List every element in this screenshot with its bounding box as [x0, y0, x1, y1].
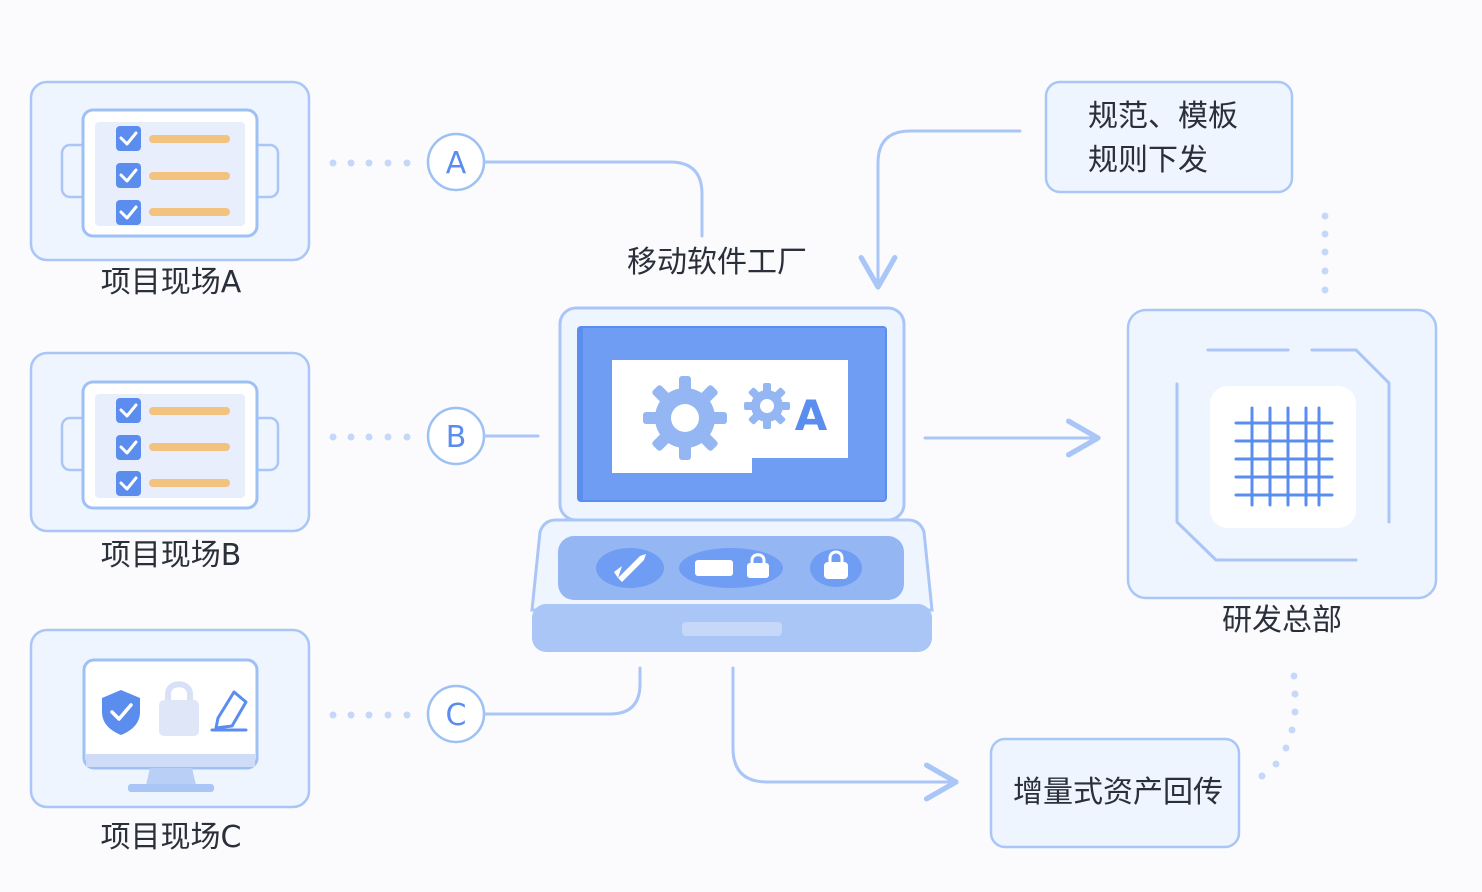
lock-icon	[159, 681, 199, 736]
factory-title: 移动软件工厂	[627, 245, 807, 280]
grid-icon	[1234, 406, 1334, 507]
rules-box	[1044, 80, 1294, 194]
rules-line-1: 规范、模板	[1088, 99, 1238, 134]
site-b-label: 项目现场B	[100, 538, 242, 573]
shield-icon	[102, 690, 140, 735]
edit-icon	[210, 690, 248, 732]
hq-label: 研发总部	[1222, 603, 1342, 638]
site-a-card	[29, 80, 311, 262]
marker-c-letter: C	[446, 698, 467, 733]
site-c-card	[29, 628, 311, 809]
site-a-label: 项目现场A	[100, 265, 242, 300]
dotted-connector-right	[1258, 212, 1329, 780]
dotted-connector	[329, 159, 411, 719]
assets-box	[989, 737, 1241, 849]
site-b-card	[29, 351, 311, 533]
flow-lines	[482, 129, 1101, 802]
screen-letter: A	[795, 391, 828, 440]
marker-a-letter: A	[446, 146, 467, 181]
hq-card	[1126, 308, 1438, 600]
checkbox-icon	[116, 398, 141, 496]
assets-text: 增量式资产回传	[1013, 775, 1223, 810]
laptop-illustration	[530, 306, 934, 652]
site-c-label: 项目现场C	[100, 820, 242, 855]
marker-b-letter: B	[446, 420, 467, 455]
gear-icon	[643, 376, 727, 460]
lock-button-icon	[810, 549, 862, 587]
checkbox-icon	[116, 126, 141, 225]
small-gear-icon	[744, 383, 790, 429]
keyboard-lock-icon	[679, 548, 783, 588]
rules-line-2: 规则下发	[1088, 143, 1208, 178]
rocket-button-icon	[596, 548, 664, 588]
